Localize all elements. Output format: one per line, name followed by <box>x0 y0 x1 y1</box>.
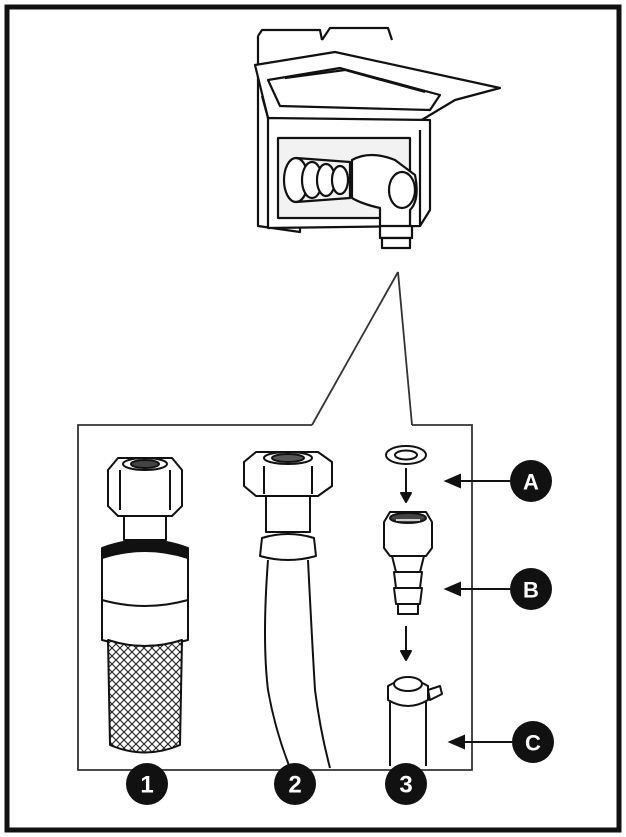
callout-arrows <box>443 473 512 750</box>
item-badge-2: 2 <box>274 763 316 805</box>
callout-badge-c: C <box>512 721 554 763</box>
callout-letter-a: A <box>523 470 539 495</box>
callout-letter-c: C <box>525 731 541 756</box>
callout-badge-a: A <box>510 460 552 502</box>
item-badge-1: 1 <box>126 763 168 805</box>
detail-box <box>77 424 473 771</box>
zoom-callout-lines <box>311 271 413 426</box>
callout-letter-b: B <box>523 578 539 603</box>
adapter-assembly-illustration <box>383 445 443 766</box>
item-number-3: 3 <box>399 772 412 799</box>
braided-hose-illustration <box>101 457 189 754</box>
appliance-illustration <box>253 26 502 250</box>
item-number-2: 2 <box>288 772 301 799</box>
item-badge-3: 3 <box>385 763 427 805</box>
callout-badge-b: B <box>510 568 552 610</box>
plain-hose-illustration <box>243 451 333 769</box>
outer-frame <box>4 4 622 833</box>
item-number-1: 1 <box>140 772 153 799</box>
